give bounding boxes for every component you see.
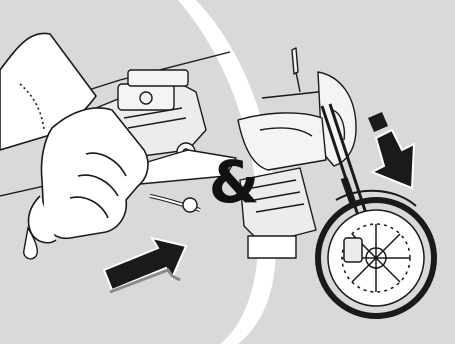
ampersand-symbol: & bbox=[209, 148, 260, 216]
front-wheel bbox=[318, 200, 434, 316]
